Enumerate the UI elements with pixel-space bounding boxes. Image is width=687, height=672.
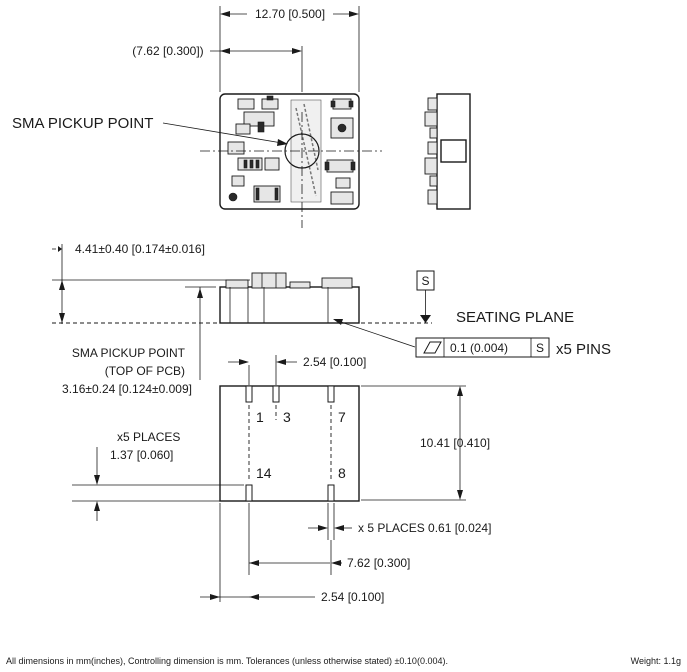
height-dimension: 4.41±0.40 [0.174±0.016] (75, 242, 205, 256)
right-side-view (424, 93, 471, 210)
pin-3-pad (272, 385, 280, 403)
module-bottom-outline (219, 385, 360, 502)
pitch-bottom-dimension: 2.54 [0.100] (321, 590, 384, 604)
front-view: 4.41±0.40 [0.174±0.016] S SEATING PLANE … (52, 242, 611, 396)
pickup-label-side-2: (TOP OF PCB) (105, 364, 185, 378)
pickup-height-dimension: 3.16±0.24 [0.124±0.009] (62, 382, 192, 396)
pin-label-3: 3 (283, 409, 291, 425)
footer: All dimensions in mm(inches), Controllin… (6, 656, 681, 666)
pin-8-pad (327, 484, 335, 502)
pickup-label-side-1: SMA PICKUP POINT (72, 346, 186, 360)
tolerance-frame (415, 337, 550, 358)
pin-label-7: 7 (338, 409, 346, 425)
pickup-label-top: SMA PICKUP POINT (12, 115, 153, 132)
tolerance-datum: S (536, 341, 544, 355)
pitch-top-dimension: 2.54 [0.100] (303, 355, 366, 369)
row-spacing-dimension: 7.62 [0.300] (347, 556, 410, 570)
seating-plane-label: SEATING PLANE (456, 309, 574, 326)
bottom-view: 2.54 [0.100] 1 3 7 14 8 10.41 [0.410] x5… (72, 355, 491, 604)
weight-note: Weight: 1.1g (631, 656, 681, 666)
flatness-symbol-icon (423, 341, 442, 354)
center-dimension: (7.62 [0.300]) (132, 44, 203, 58)
top-view: 12.70 [0.500] (7.62 [0.300]) (12, 6, 382, 228)
pin-label-1: 1 (256, 409, 264, 425)
pin-1-pad (245, 385, 253, 403)
pin-width-dimension: x 5 PLACES 0.61 [0.024] (358, 521, 491, 535)
length-dimension: 10.41 [0.410] (420, 436, 490, 450)
pin-label-8: 8 (338, 465, 346, 481)
pin1-marker (228, 192, 238, 202)
footer-note: All dimensions in mm(inches), Controllin… (6, 656, 448, 666)
width-dimension: 12.70 [0.500] (255, 7, 325, 21)
pin-14-pad (245, 484, 253, 502)
pickup-point-circle (284, 133, 320, 169)
pins-note: x5 PINS (556, 341, 611, 358)
pin-7-pad (327, 385, 335, 403)
places-note: x5 PLACES (117, 430, 180, 444)
pin-length-dimension: 1.37 [0.060] (110, 448, 173, 462)
tolerance-value: 0.1 (0.004) (450, 341, 508, 355)
module-side-outline (219, 286, 360, 324)
pin-label-14: 14 (256, 465, 272, 481)
datum-s-label: S (421, 274, 429, 288)
